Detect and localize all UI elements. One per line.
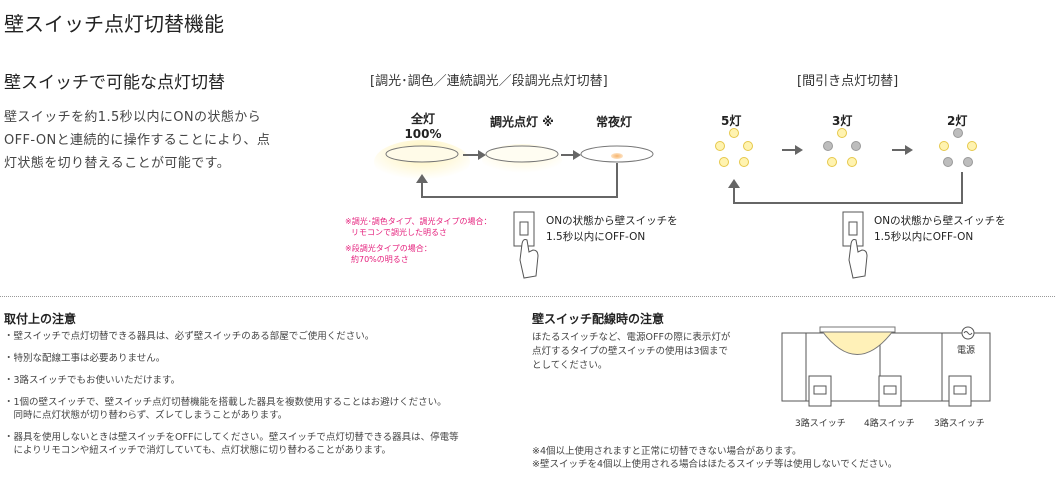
list-item: ・特別な配線工事は必要ありません。 (4, 353, 166, 364)
arrow-right-icon (573, 150, 581, 160)
power-label: 電源 (957, 346, 976, 356)
state-label-5: 5灯 (721, 114, 742, 128)
three-lights-icon (823, 128, 861, 167)
switch-label: 4路スイッチ (864, 419, 915, 429)
state-label-night: 常夜灯 (596, 115, 633, 129)
arrow-up-icon (728, 179, 740, 188)
list-item: ・1個の壁スイッチで、壁スイッチ点灯切替機能を搭載した器具を複数使用することはお… (4, 397, 447, 408)
intro-line: 壁スイッチを約1.5秒以内にONの状態から (4, 110, 262, 125)
hand-icon (848, 239, 868, 279)
left-caption: ONの状態から壁スイッチを 1.5秒以内にOFF-ON (546, 215, 678, 243)
state-label-full: 全灯 100% (404, 112, 442, 141)
arrow-right-icon (905, 145, 913, 155)
state-label-3: 3灯 (832, 114, 853, 128)
list-item: ・壁スイッチで点灯切替できる器具は、必ず壁スイッチのある部屋でご使用ください。 (4, 331, 375, 342)
install-notes-list: ・壁スイッチで点灯切替できる器具は、必ず壁スイッチのある部屋でご使用ください。 … (4, 330, 459, 457)
arrow-right-icon (795, 145, 803, 155)
switch-label: 3路スイッチ (934, 419, 985, 429)
list-item: ・3路スイッチでもお使いいただけます。 (4, 375, 181, 386)
state-label-2: 2灯 (947, 114, 968, 128)
five-lights-icon (715, 128, 753, 167)
hand-icon (519, 239, 539, 279)
two-lights-icon (939, 128, 977, 167)
left-diagram-title: [調光･調色／連続調光／段調光点灯切替] (370, 74, 608, 89)
wiring-notes-body: ほたるスイッチなど、電源OFFの際に表示灯が 点灯するタイプの壁スイッチの使用は… (532, 332, 731, 371)
arrow-up-icon (416, 174, 428, 183)
list-item: によりリモコンや紐スイッチで消灯していても、点灯状態に切り替わることがあります。 (4, 445, 392, 456)
right-diagram-title: [間引き点灯切替] (797, 74, 899, 89)
install-notes-title: 取付上の注意 (4, 312, 77, 326)
wiring-notes-title: 壁スイッチ配線時の注意 (532, 312, 665, 326)
section-divider (0, 296, 1055, 297)
ceiling-light-full (385, 145, 459, 163)
intro-line: OFF-ONと連続的に操作することにより、点 (4, 133, 271, 148)
wiring-footnotes: ※4個以上使用されますと正常に切替できない場合があります。 ※壁スイッチを4個以… (532, 446, 898, 470)
right-caption: ONの状態から壁スイッチを 1.5秒以内にOFF-ON (874, 215, 1006, 243)
list-item: 同時に点灯状態が切り替わらず、ズレてしまうことがあります。 (4, 410, 288, 421)
section-title: 壁スイッチで可能な点灯切替 (4, 73, 225, 93)
arrow-right-icon (478, 150, 486, 160)
ceiling-light-icon (821, 330, 895, 355)
dimming-note: ※調光･調色タイプ、調光タイプの場合： リモコンで調光した明るさ ※段調光タイプ… (345, 217, 492, 264)
intro-line: 灯状態を切り替えることが可能です。 (4, 156, 231, 171)
state-label-dimmed: 調光点灯 ※ (490, 115, 554, 129)
page-title: 壁スイッチ点灯切替機能 (4, 12, 224, 36)
intro-text: 壁スイッチを約1.5秒以内にONの状態から OFF-ONと連続的に操作することに… (4, 106, 270, 175)
night-light-dot (611, 153, 623, 159)
ceiling-light-dimmed (485, 145, 559, 163)
switch-label: 3路スイッチ (795, 419, 846, 429)
list-item: ・器具を使用しないときは壁スイッチをOFFにしてください。壁スイッチで点灯切替で… (4, 432, 459, 443)
switch-boxes (808, 375, 972, 407)
